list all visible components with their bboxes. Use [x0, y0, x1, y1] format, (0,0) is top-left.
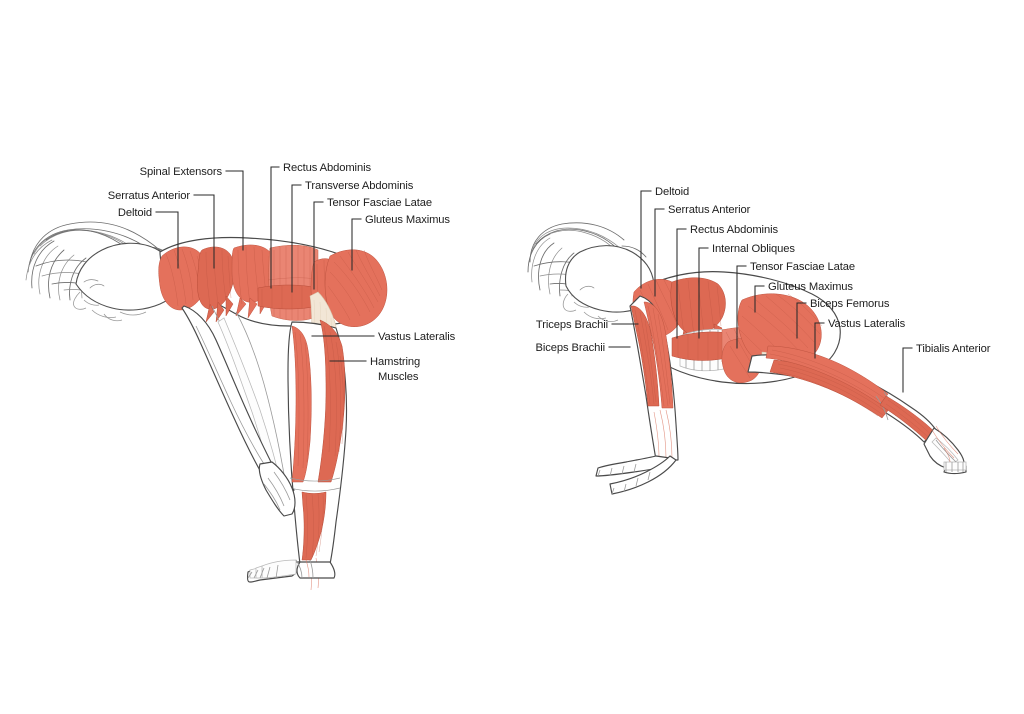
biceps-femoris-muscle [765, 345, 889, 405]
leader-plank-tensor-fasciae-latae [736, 265, 747, 349]
leader-internal-obliques [698, 247, 709, 339]
label-deltoid: Deltoid [118, 207, 152, 219]
deltoid-muscle [158, 246, 208, 311]
label-plank-gluteus-maximus: Gluteus Maximus [768, 281, 853, 293]
leader-deltoid [155, 211, 179, 269]
plank-knee-line [875, 395, 889, 421]
label-plank-tensor-fasciae-latae: Tensor Fasciae Latae [750, 261, 855, 273]
label-plank-deltoid: Deltoid [655, 186, 689, 198]
label-plank-vastus-lateralis: Vastus Lateralis [828, 318, 906, 330]
leader-biceps-femorus [796, 302, 807, 339]
forward-fold-body: Spinal Extensors Serratus Anterior Delto… [25, 162, 456, 591]
serratus-anterior-muscle [197, 246, 235, 323]
plank-hands-group [595, 455, 677, 495]
label-gluteus-maximus: Gluteus Maximus [365, 214, 450, 226]
leader-rectus-abdominis [270, 166, 280, 289]
label-internal-obliques: Internal Obliques [712, 243, 795, 255]
plank-body: Deltoid Serratus Anterior Rectus Abdomin… [527, 186, 991, 495]
label-tensor-fasciae-latae: Tensor Fasciae Latae [327, 197, 432, 209]
hamstring-muscles [291, 325, 312, 483]
far-leg-outline [235, 311, 289, 499]
leader-spinal-extensors [225, 170, 244, 251]
label-hamstring-line1: Hamstring [370, 356, 420, 368]
plank-head-profile [564, 245, 655, 313]
label-tibialis-anterior: Tibialis Anterior [916, 343, 991, 355]
hand-group [258, 461, 296, 517]
leader-serratus-anterior [193, 194, 215, 269]
label-transverse-abdominis: Transverse Abdominis [305, 180, 414, 192]
label-plank-serratus-anterior: Serratus Anterior [668, 204, 751, 216]
leader-plank-rectus-abdominis [676, 228, 687, 339]
knee-line [289, 477, 341, 482]
forward-fold-labels: Spinal Extensors Serratus Anterior Delto… [108, 162, 456, 383]
plank-gluteus-maximus-muscle [737, 293, 823, 367]
leader-transverse-abdominis [291, 184, 302, 293]
label-vastus-lateralis: Vastus Lateralis [378, 331, 456, 343]
leader-plank-gluteus-maximus [754, 285, 765, 313]
label-biceps-brachii: Biceps Brachii [536, 342, 605, 354]
foot-bones [249, 559, 297, 579]
triceps-brachii-muscle [643, 301, 674, 409]
leader-plank-deltoid [640, 190, 652, 289]
label-biceps-femorus: Biceps Femorus [810, 298, 890, 310]
label-spinal-extensors: Spinal Extensors [140, 166, 223, 178]
leader-plank-serratus-anterior [654, 208, 665, 297]
label-plank-rectus-abdominis: Rectus Abdominis [690, 224, 778, 236]
plank-foot-group [923, 425, 967, 475]
leader-tensor-fasciae-latae [313, 201, 324, 290]
label-triceps-brachii: Triceps Brachii [536, 319, 608, 331]
forearm-tendons [653, 409, 673, 459]
biceps-brachii-muscle [630, 305, 660, 407]
rectus-abdominis-muscle [257, 284, 319, 310]
leader-gluteus-maximus [351, 218, 362, 271]
leader-plank-vastus-lateralis [814, 322, 825, 359]
label-hamstring-line2: Muscles [378, 371, 419, 383]
label-serratus-anterior: Serratus Anterior [108, 190, 191, 202]
gluteus-maximus-muscle [324, 249, 388, 327]
plank-labels: Deltoid Serratus Anterior Rectus Abdomin… [536, 186, 991, 393]
leader-tibialis-anterior [902, 347, 913, 393]
label-rectus-abdominis: Rectus Abdominis [283, 162, 371, 174]
